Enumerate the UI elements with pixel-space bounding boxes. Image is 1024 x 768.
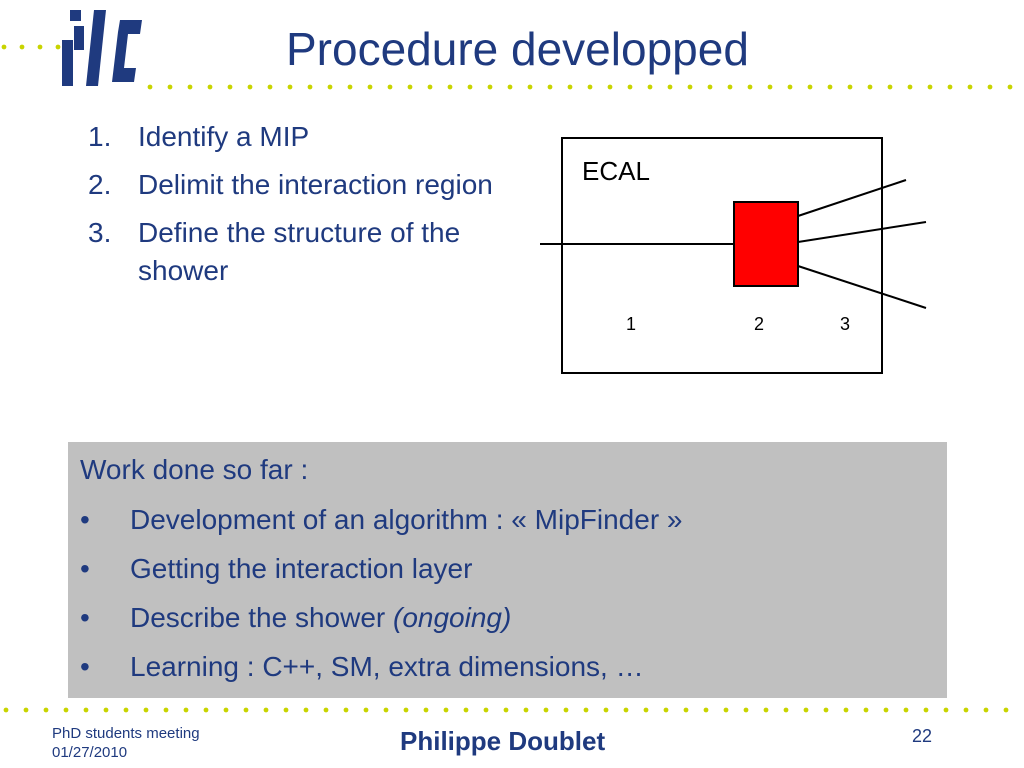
step-number: 1. [88, 121, 112, 152]
author-name: Philippe Doublet [400, 726, 606, 756]
ecal-box [561, 137, 883, 374]
step-text: Delimit the interaction region [138, 169, 493, 200]
region-label-1: 1 [626, 314, 636, 334]
work-item-text: Describe the shower [130, 602, 394, 633]
top-dotted-line-left [1, 44, 61, 50]
footer-meeting-info: PhD students meeting 01/27/2010 [52, 724, 200, 762]
ilc-logo [62, 10, 142, 86]
work-item-text: Getting the interaction layer [130, 553, 473, 584]
bullet: • [80, 553, 90, 584]
work-list: • Development of an algorithm : « MipFin… [80, 502, 683, 698]
meeting-date: 01/27/2010 [52, 744, 128, 761]
meeting-name: PhD students meeting [52, 725, 200, 742]
bottom-dotted-line [3, 707, 1009, 713]
shower-track-2 [797, 221, 927, 243]
step-text: Identify a MIP [138, 121, 310, 152]
page-number: 22 [912, 726, 933, 746]
region-label-2: 2 [754, 314, 764, 334]
step-item: 3. Define the structure of the shower [88, 214, 508, 290]
region-label-3: 3 [840, 314, 850, 334]
ecal-label: ECAL [582, 156, 650, 186]
procedure-steps: 1. Identify a MIP 2. Delimit the interac… [88, 118, 508, 300]
step-text: Define the structure of the shower [138, 217, 461, 286]
step-item: 2. Delimit the interaction region [88, 166, 508, 204]
bullet: • [80, 602, 90, 633]
step-number: 2. [88, 169, 112, 200]
bullet: • [80, 651, 90, 682]
bullet: • [80, 504, 90, 535]
slide-title: Procedure developped [286, 23, 749, 75]
work-heading: Work done so far : [80, 454, 309, 485]
work-item-text: Development of an algorithm : « MipFinde… [130, 504, 683, 535]
interaction-region [733, 201, 799, 287]
work-item: • Describe the shower (ongoing) [80, 600, 683, 649]
work-item: • Development of an algorithm : « MipFin… [80, 502, 683, 551]
work-summary-box: Work done so far : • Development of an a… [68, 442, 947, 698]
shower-track-3 [797, 265, 927, 309]
shower-track-1 [797, 179, 907, 217]
work-item: • Learning : C++, SM, extra dimensions, … [80, 649, 683, 698]
work-item-text: Learning : C++, SM, extra dimensions, … [130, 651, 644, 682]
step-number: 3. [88, 217, 112, 248]
work-item-note: (ongoing) [393, 602, 512, 633]
top-dotted-line [147, 84, 1013, 90]
step-item: 1. Identify a MIP [88, 118, 508, 156]
ecal-diagram: ECAL 1 2 3 [540, 137, 927, 374]
work-item: • Getting the interaction layer [80, 551, 683, 600]
